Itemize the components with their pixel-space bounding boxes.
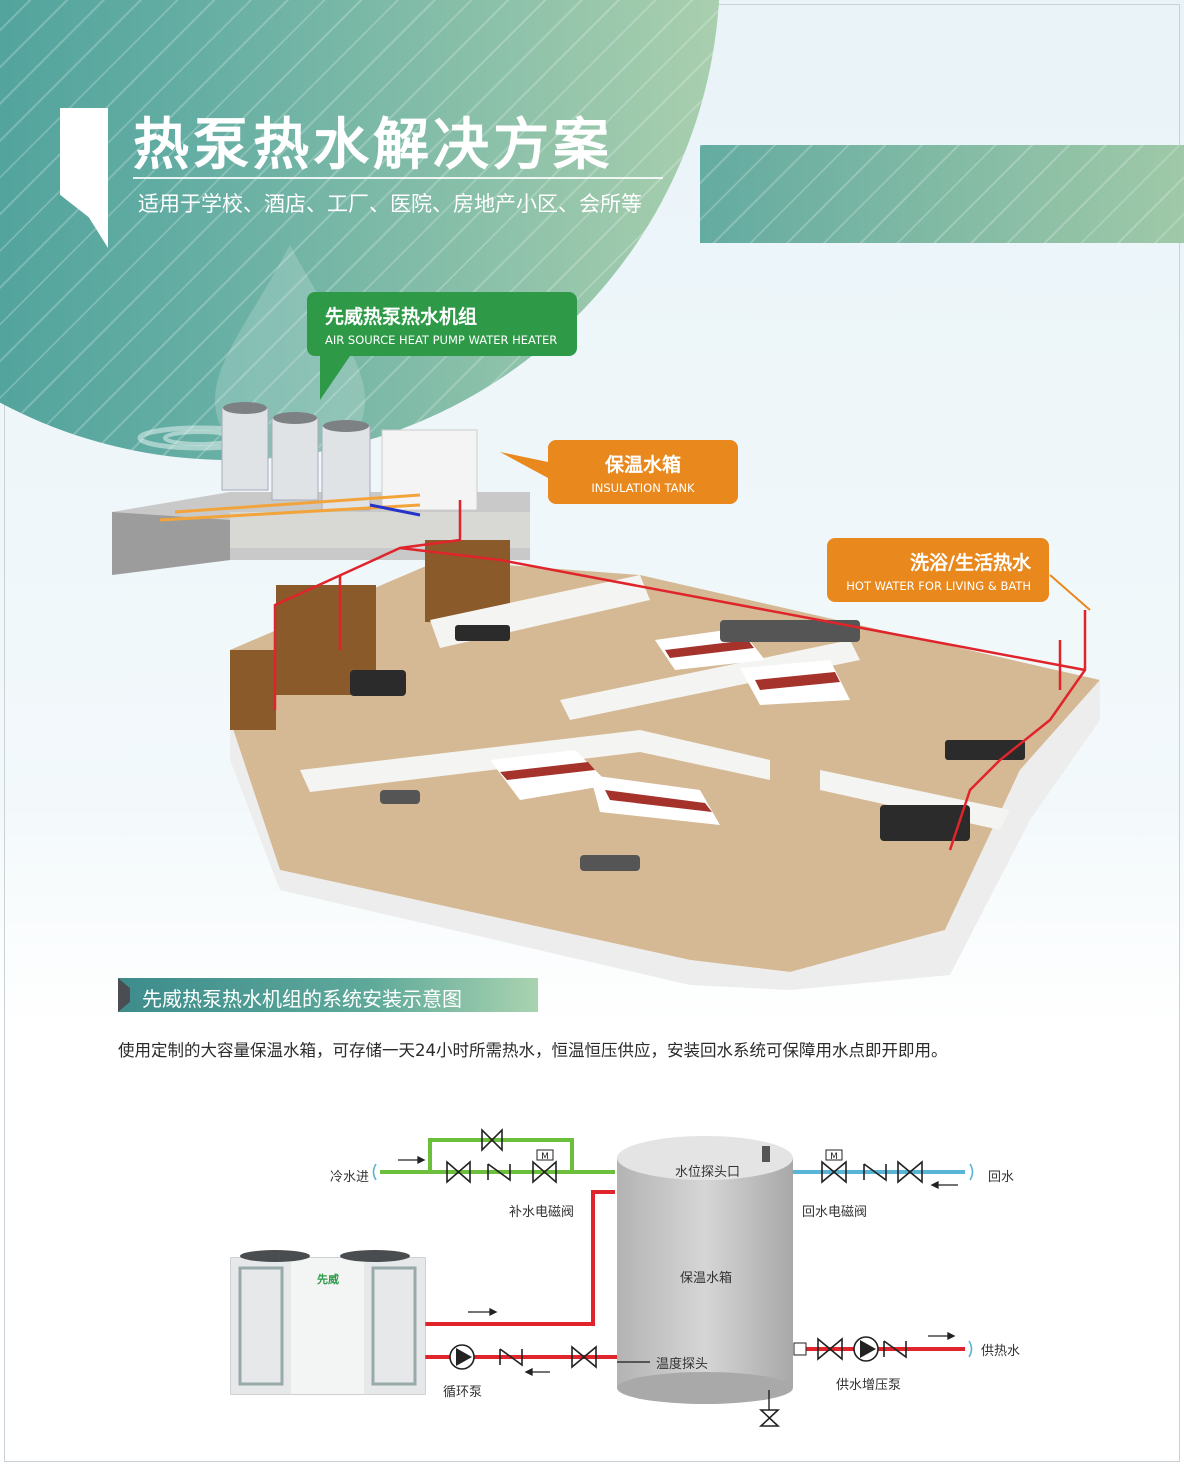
section-heading-text: 先威热泵热水机组的系统安装示意图 — [142, 987, 462, 1011]
header-stripe-band — [700, 145, 1184, 243]
wood-wall — [230, 650, 276, 730]
pipe-end-icon — [372, 1163, 974, 1358]
tank-callout-en: INSULATION TANK — [591, 481, 695, 495]
bath-callout-cn: 洗浴/生活热水 — [910, 552, 1031, 574]
hot-supply-label: 供热水 — [981, 1344, 1020, 1359]
hot-water-lines — [273, 500, 1087, 851]
heat-pump-unit-icon — [230, 1250, 426, 1395]
return-valve-label: 回水电磁阀 — [802, 1205, 867, 1220]
pump-icon — [449, 1336, 879, 1370]
cold-water-pipes — [380, 1138, 615, 1174]
heat-pump-callout-en: AIR SOURCE HEAT PUMP WATER HEATER — [325, 333, 558, 347]
page-title: 热泵热水解决方案 — [133, 113, 613, 178]
booster-pump-label: 供水增压泵 — [836, 1378, 901, 1393]
heat-pump-units — [221, 402, 371, 511]
circ-pump-label: 循环泵 — [443, 1385, 482, 1400]
sofa — [380, 790, 420, 804]
bath-callout: 洗浴/生活热水 HOT WATER FOR LIVING & BATH — [827, 538, 1049, 602]
heat-pump-callout: 先威热泵热水机组 AIR SOURCE HEAT PUMP WATER HEAT… — [307, 292, 577, 356]
section-description: 使用定制的大容量保温水箱，可存储一天24小时所需热水，恒温恒压供应，安装回水系统… — [118, 1041, 948, 1060]
brand-label: 先威 — [317, 1272, 339, 1286]
valve-icon — [446, 1128, 923, 1427]
bath-callout-en: HOT WATER FOR LIVING & BATH — [846, 579, 1031, 593]
tank-label: 保温水箱 — [680, 1270, 732, 1286]
makeup-valve-label: 补水电磁阀 — [509, 1205, 574, 1220]
storage-tank — [617, 1136, 793, 1404]
cold-in-label: 冷水进 — [330, 1170, 369, 1185]
level-probe-label: 水位探头口 — [675, 1165, 740, 1180]
section-heading: 先威热泵热水机组的系统安装示意图 — [118, 978, 538, 1012]
svg-text:M: M — [830, 1152, 838, 1162]
page-subtitle: 适用于学校、酒店、工厂、医院、房地产小区、会所等 — [138, 192, 642, 216]
tank-callout: 保温水箱 INSULATION TANK — [548, 440, 738, 504]
return-label: 回水 — [988, 1170, 1014, 1185]
title-divider — [133, 177, 663, 179]
bathtub — [350, 670, 406, 696]
flow-arrow-icon — [398, 1155, 958, 1377]
solenoid-box — [536, 1149, 554, 1161]
floor-plan — [230, 560, 1100, 972]
tank-callout-cn: 保温水箱 — [604, 454, 681, 476]
section-marker-icon — [118, 978, 130, 1012]
bed-icon — [490, 628, 850, 825]
check-valve-icon — [487, 1163, 907, 1367]
heat-pump-callout-cn: 先威热泵热水机组 — [325, 306, 478, 328]
temp-probe-label: 温度探头 — [656, 1356, 708, 1372]
svg-text:M: M — [541, 1152, 549, 1162]
